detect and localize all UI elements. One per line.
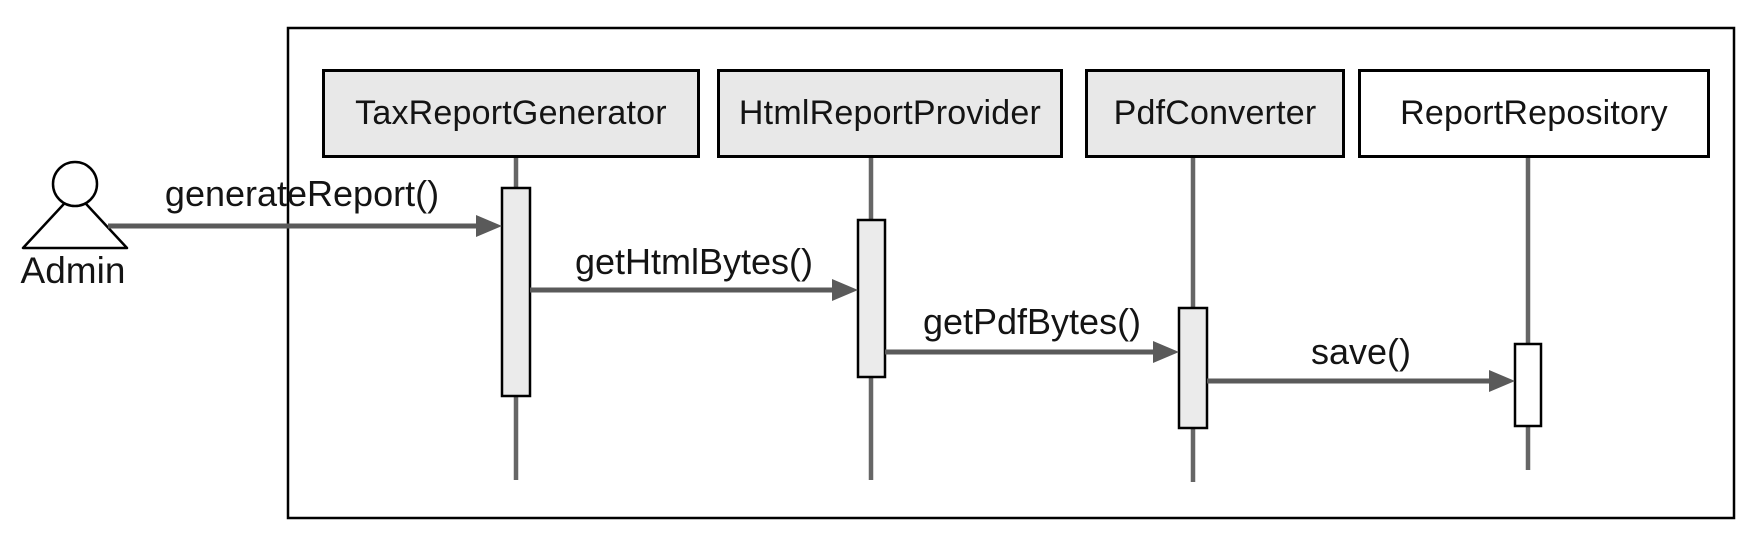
actor-label: Admin bbox=[20, 250, 126, 291]
system-boundary-frame bbox=[286, 26, 1736, 520]
arrowhead-icon bbox=[1153, 341, 1179, 363]
actor-admin-icon bbox=[21, 160, 129, 250]
lifeline-header-taxreportgenerator: TaxReportGenerator bbox=[322, 69, 700, 158]
activation-bar-htmlreportprovider bbox=[856, 218, 887, 379]
actor-body-icon bbox=[21, 190, 129, 250]
lifeline-header-label: ReportRepository bbox=[1400, 94, 1668, 132]
lifeline-header-label: PdfConverter bbox=[1113, 94, 1317, 132]
actor-head-icon bbox=[51, 160, 99, 208]
message-arrow-save bbox=[1207, 370, 1515, 392]
message-arrow-gethtmlbytes bbox=[530, 279, 858, 301]
activation-bar-pdfconverter bbox=[1177, 306, 1209, 430]
lifeline-header-pdfconverter: PdfConverter bbox=[1085, 69, 1345, 158]
message-arrow-getpdfbytes bbox=[885, 341, 1179, 363]
message-label-getpdfbytes: getPdfBytes() bbox=[922, 301, 1142, 342]
message-label-generatereport: generateReport() bbox=[164, 173, 440, 214]
lifeline-header-label: HtmlReportProvider bbox=[738, 94, 1042, 132]
arrowhead-icon bbox=[476, 215, 502, 237]
arrowhead-icon bbox=[832, 279, 858, 301]
arrowhead-icon bbox=[1489, 370, 1515, 392]
message-label-gethtmlbytes: getHtmlBytes() bbox=[574, 241, 814, 282]
lifeline-header-htmlreportprovider: HtmlReportProvider bbox=[717, 69, 1063, 158]
activation-bar-reportrepository bbox=[1513, 342, 1543, 428]
message-label-save: save() bbox=[1310, 331, 1412, 372]
activation-bar-taxreportgenerator bbox=[500, 186, 532, 398]
message-arrow-generatereport bbox=[108, 215, 502, 237]
lifeline-header-reportrepository: ReportRepository bbox=[1358, 69, 1710, 158]
lifeline-header-label: TaxReportGenerator bbox=[355, 94, 667, 132]
